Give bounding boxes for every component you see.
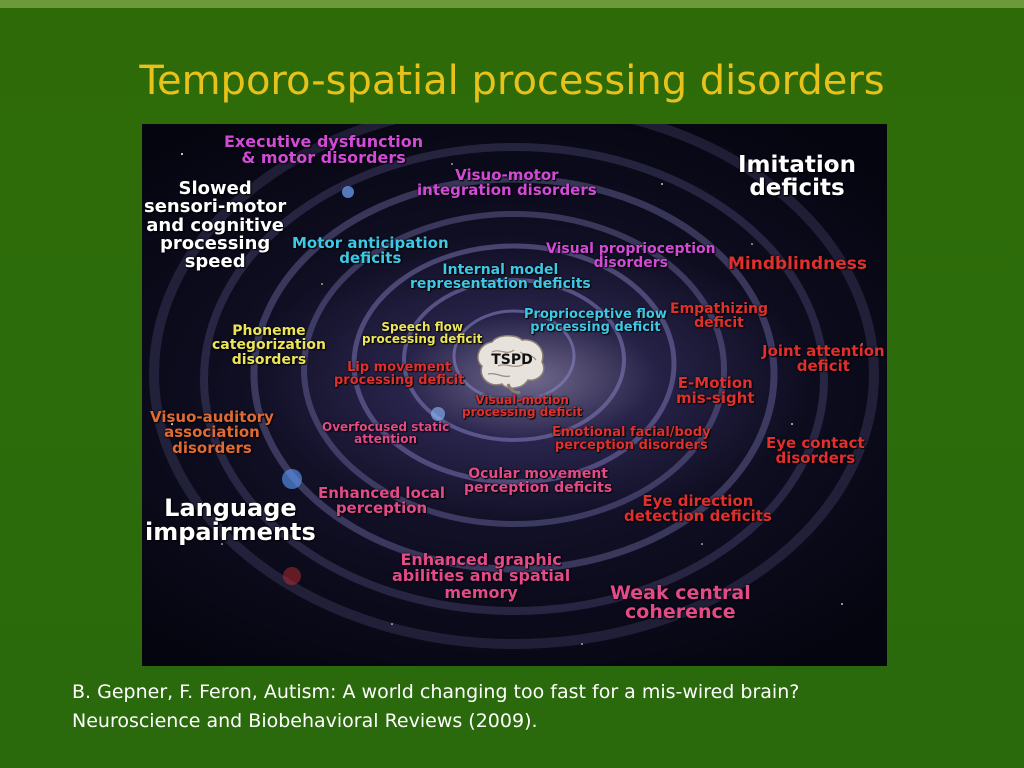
label-enhanced-local: Enhanced local perception	[318, 484, 446, 518]
brain-icon	[477, 335, 545, 394]
label-lip-movement: Lip movement processing deficit	[334, 360, 465, 389]
label-language-impairments: Language impairments	[145, 494, 316, 547]
citation-caption: B. Gepner, F. Feron, Autism: A world cha…	[72, 678, 992, 736]
label-slowed-processing-speed: Slowed sensori-motor and cognitive proce…	[144, 178, 287, 273]
label-motor-anticipation: Motor anticipation deficits	[292, 234, 449, 268]
top-accent-bar	[0, 0, 1024, 8]
label-e-motion: E-Motion mis-sight	[676, 374, 755, 408]
label-empathizing-deficit: Empathizing deficit	[670, 301, 769, 332]
label-imitation-deficits: Imitation deficits	[738, 152, 856, 202]
tspd-center-label: TSPD	[491, 352, 533, 368]
galaxy-diagram: TSPD Executive dysfunction & motor disor…	[142, 124, 887, 666]
label-internal-model: Internal model representation deficits	[410, 262, 591, 293]
label-visual-motion: Visual-motion processing deficit	[462, 393, 583, 420]
label-speech-flow: Speech flow processing deficit	[362, 320, 483, 347]
citation-line-2: Neuroscience and Biobehavioral Reviews (…	[72, 709, 538, 732]
label-ocular-movement: Ocular movement perception deficits	[464, 466, 613, 497]
label-mindblindness: Mindblindness	[728, 254, 867, 274]
label-joint-attention: Joint attention deficit	[762, 342, 885, 376]
spiral-galaxy-background	[149, 124, 879, 649]
citation-line-1: B. Gepner, F. Feron, Autism: A world cha…	[72, 681, 800, 703]
label-proprioceptive-flow: Proprioceptive flow processing deficit	[524, 307, 667, 336]
label-eye-contact: Eye contact disorders	[766, 434, 865, 468]
label-overfocused-attention: Overfocused static attention	[322, 420, 450, 447]
label-weak-central-coherence: Weak central coherence	[610, 582, 751, 624]
label-visuo-motor-integration: Visuo-motor integration disorders	[417, 166, 597, 200]
label-visual-proprioception: Visual proprioception disorders	[546, 241, 716, 272]
label-eye-direction: Eye direction detection deficits	[624, 492, 772, 526]
label-enhanced-graphic: Enhanced graphic abilities and spatial m…	[392, 550, 571, 602]
label-visuo-auditory: Visuo-auditory association disorders	[150, 408, 274, 457]
label-executive-dysfunction: Executive dysfunction & motor disorders	[224, 132, 424, 168]
label-phoneme-categorization: Phoneme categorization disorders	[212, 323, 326, 368]
label-emotional-facial: Emotional facial/body perception disorde…	[552, 425, 711, 454]
slide-title: Temporo-spatial processing disorders	[139, 58, 885, 104]
